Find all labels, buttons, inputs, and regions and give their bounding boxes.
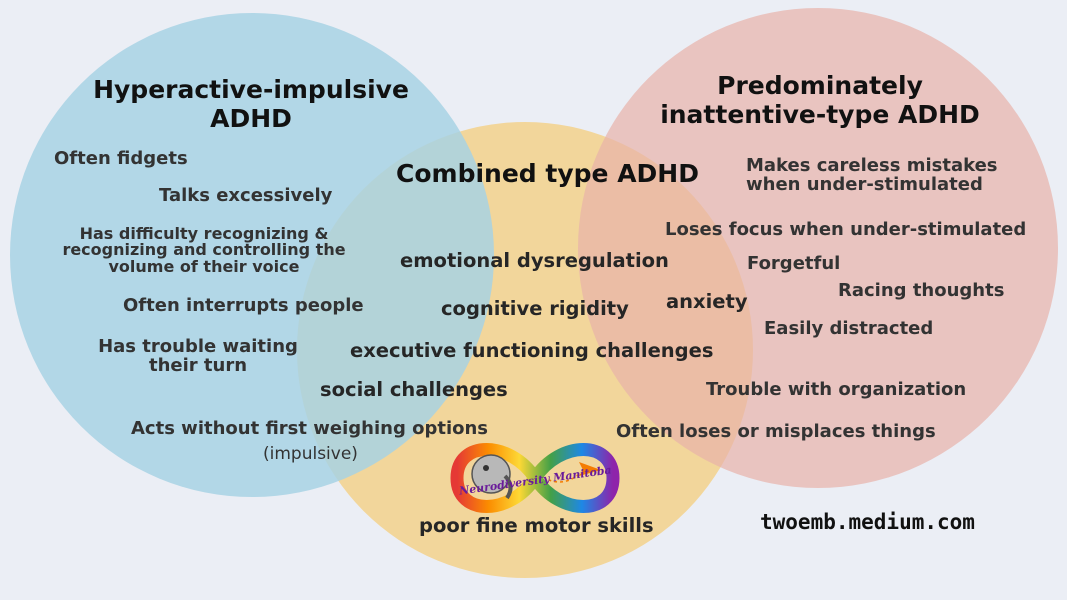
item-executive-functioning: executive functioning challenges xyxy=(350,339,714,362)
circles xyxy=(10,8,1058,578)
infinity-icon xyxy=(450,443,620,513)
item-forgetful: Forgetful xyxy=(747,253,841,274)
item-emotional-dysregulation: emotional dysregulation xyxy=(400,249,669,272)
item-cognitive-rigidity: cognitive rigidity xyxy=(441,297,629,320)
item-voice-volume: Has difficulty recognizing & recognizing… xyxy=(62,224,346,276)
item-trouble-waiting: Has trouble waiting their turn xyxy=(98,336,298,376)
credit-url: twoemb.medium.com xyxy=(760,510,975,534)
hyperactive-circle xyxy=(10,13,494,497)
paper-plane-icon xyxy=(579,462,601,476)
item-easily-distracted: Easily distracted xyxy=(764,318,934,339)
item-impulsive-note: (impulsive) xyxy=(263,444,358,464)
hyperactive-title: Hyperactive-impulsive ADHD xyxy=(93,75,409,133)
item-racing-thoughts: Racing thoughts xyxy=(838,280,1005,301)
item-loses-things: Often loses or misplaces things xyxy=(616,421,936,442)
combined-title: Combined type ADHD xyxy=(396,159,699,188)
item-social-challenges: social challenges xyxy=(320,378,508,401)
item-trouble-organization: Trouble with organization xyxy=(706,379,967,400)
item-acts-without-weighing: Acts without first weighing options xyxy=(131,418,489,439)
inattentive-title: Predominately inattentive-type ADHD xyxy=(660,71,980,129)
item-often-fidgets: Often fidgets xyxy=(54,148,188,169)
inattentive-circle xyxy=(578,8,1058,488)
item-talks-excessively: Talks excessively xyxy=(159,185,333,206)
item-interrupts: Often interrupts people xyxy=(123,295,364,316)
item-anxiety: anxiety xyxy=(666,290,748,313)
item-careless-mistakes: Makes careless mistakes when under-stimu… xyxy=(746,155,998,195)
elephant-icon xyxy=(471,454,511,494)
item-poor-fine-motor-skills: poor fine motor skills xyxy=(419,514,654,537)
item-loses-focus: Loses focus when under-stimulated xyxy=(665,219,1027,240)
